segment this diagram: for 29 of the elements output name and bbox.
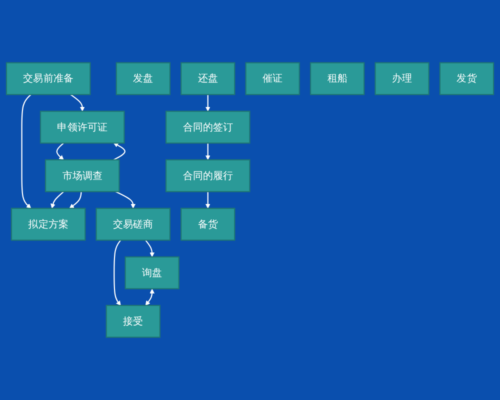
arrow bbox=[114, 240, 122, 306]
arrow bbox=[145, 288, 155, 306]
node-box: 市场调查 bbox=[44, 159, 120, 192]
arrow bbox=[113, 142, 126, 160]
arrow bbox=[205, 94, 210, 112]
node-box: 备货 bbox=[180, 208, 236, 241]
arrow bbox=[56, 142, 64, 160]
node-box: 还盘 bbox=[180, 62, 236, 96]
node-box: 发货 bbox=[439, 62, 494, 96]
node-box: 询盘 bbox=[124, 256, 180, 290]
node-box: 合同的签订 bbox=[165, 110, 250, 144]
arrow bbox=[70, 94, 85, 112]
node-box: 租船 bbox=[310, 62, 365, 96]
node-box: 合同的履行 bbox=[165, 159, 250, 192]
node-box: 办理 bbox=[374, 62, 430, 96]
node-box: 发盘 bbox=[116, 62, 170, 96]
arrow bbox=[50, 191, 64, 209]
arrow bbox=[69, 192, 82, 209]
node-box: 接受 bbox=[106, 304, 160, 338]
node-box: 交易磋商 bbox=[96, 208, 170, 241]
arrow bbox=[21, 94, 32, 209]
arrow bbox=[205, 192, 210, 209]
arrow bbox=[145, 240, 155, 258]
node-box: 申领许可证 bbox=[40, 110, 125, 144]
node-box: 催证 bbox=[245, 62, 300, 96]
node-box: 交易前准备 bbox=[6, 62, 91, 96]
arrow bbox=[115, 191, 136, 209]
arrow bbox=[205, 143, 210, 160]
node-box: 拟定方案 bbox=[10, 208, 86, 241]
